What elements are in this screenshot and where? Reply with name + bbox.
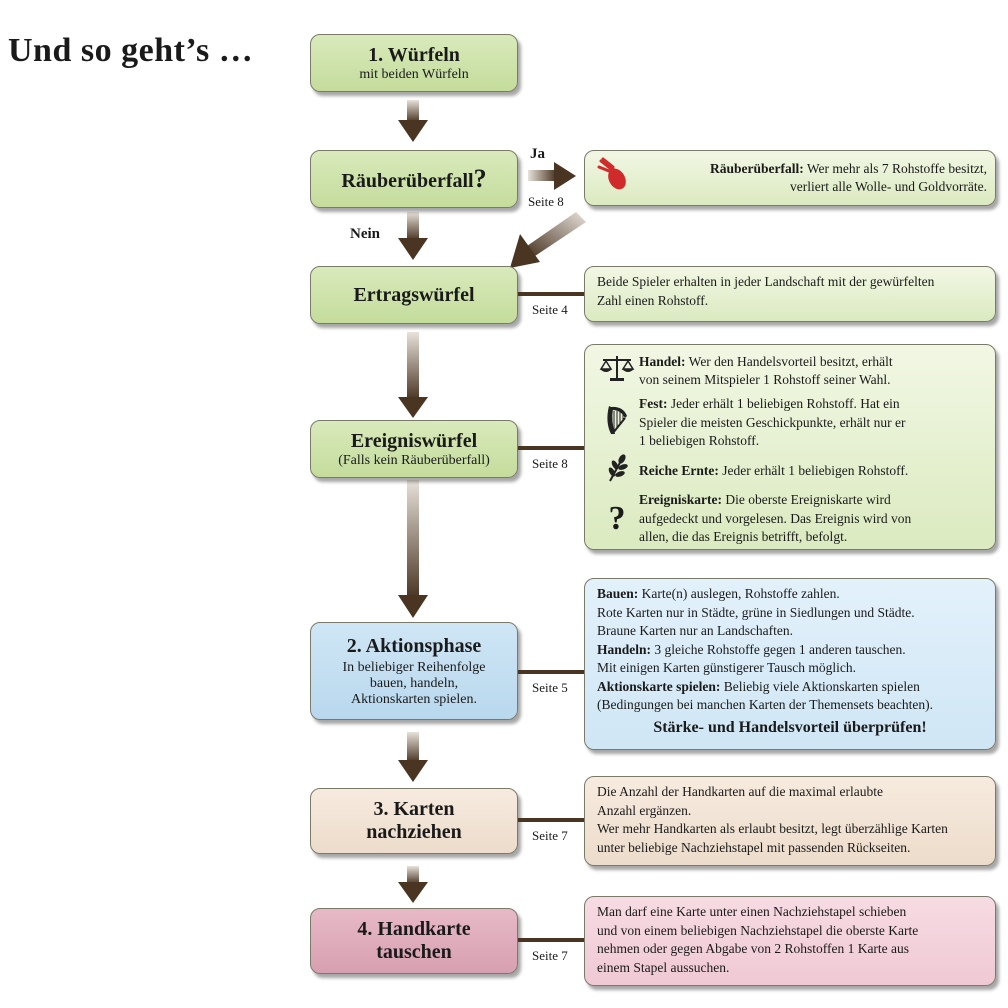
event-fest-line2: Spieler die meisten Geschickpunkte, erhä… — [639, 414, 906, 430]
page-title: Und so geht’s … — [8, 32, 254, 69]
step-raeuber-title: Räuberüberfall — [341, 170, 474, 192]
seite-ertrag: Seite 4 — [532, 302, 568, 317]
step-hand: 4. Handkarte tauschen — [310, 908, 518, 974]
info-ertrag: Beide Spieler erhalten in jeder Landscha… — [584, 266, 996, 322]
arrow-down-5 — [398, 732, 428, 782]
info-raeuber-line2: verliert alle Wolle- und Goldvorräte. — [790, 179, 987, 194]
step-raeuber: Räuberüberfall? — [310, 150, 518, 208]
arrow-down-1 — [398, 100, 428, 142]
step-aktion-title: 2. Aktionsphase — [346, 634, 482, 657]
info-ertrag-line1: Beide Spieler erhalten in jeder Landscha… — [597, 274, 935, 289]
event-fest-head: Fest: — [639, 396, 668, 412]
event-karte-head: Ereigniskarte: — [639, 492, 722, 508]
step-karten: 3. Karten nachziehen — [310, 788, 518, 854]
info-aktion-spielen-head: Aktionskarte spielen: — [597, 678, 721, 694]
step-aktion-sub3: Aktionskarten spielen. — [351, 691, 477, 707]
info-aktion-bauen1: Karte(n) auslegen, Rohstoffe zahlen. — [641, 586, 840, 601]
info-aktion-bauen3: Braune Karten nur an Landschaften. — [597, 623, 794, 638]
question-icon: ? — [608, 500, 626, 537]
connector-karten — [518, 818, 584, 822]
info-aktion-handeln1: 3 gleiche Rohstoffe gegen 1 anderen taus… — [654, 641, 906, 657]
step-aktion-sub1: In beliebiger Reihenfolge — [342, 659, 486, 675]
label-nein: Nein — [350, 226, 380, 242]
step-ertrag: Ertragswürfel — [310, 266, 518, 324]
info-hand-line3: nehmen oder gegen Abgabe von 2 Rohstoffe… — [597, 941, 910, 956]
scales-icon — [595, 353, 639, 389]
event-karte-line2: aufgedeckt und vorgelesen. Das Ereignis … — [639, 510, 912, 526]
info-hand-line4: einem Stapel aussuchen. — [597, 959, 730, 975]
seite-aktion: Seite 5 — [532, 680, 568, 695]
event-fest-line3: 1 beliebigen Rohstoff. — [639, 433, 760, 449]
event-handel: Handel: Wer den Handelsvorteil besitzt, … — [595, 349, 985, 393]
step-ereignis: Ereigniswürfel (Falls kein Räuberüberfal… — [310, 420, 518, 478]
event-fest-line1: Jeder erhält 1 beliebigen Rohstoff. Hat … — [670, 396, 900, 412]
event-handel-line1: Wer den Handelsvorteil besitzt, erhält — [688, 353, 893, 369]
step-wuerfeln-title: 1. Würfeln — [368, 43, 460, 66]
event-ernte-head: Reiche Ernte: — [639, 462, 719, 478]
connector-hand — [518, 938, 584, 942]
info-hand-line1: Man darf eine Karte unter einen Nachzieh… — [597, 904, 907, 919]
step-hand-title2: tauschen — [376, 941, 452, 963]
step-karten-title2: nachziehen — [366, 821, 462, 843]
connector-aktion — [518, 670, 584, 674]
arrow-down-3 — [398, 332, 428, 418]
harp-icon — [595, 402, 639, 444]
info-raeuber: Räuberüberfall: Wer mehr als 7 Rohstoffe… — [584, 150, 996, 206]
connector-ertrag — [518, 292, 584, 296]
arrow-diagonal — [510, 212, 586, 268]
info-aktion-spielen1: Beliebig viele Aktionskarten spielen — [723, 678, 920, 694]
step-karten-title1: 3. Karten — [373, 798, 455, 820]
event-ernte: Reiche Ernte: Jeder erhält 1 beliebigen … — [595, 453, 985, 489]
event-fest: Fest: Jeder erhält 1 beliebigen Rohstoff… — [595, 393, 985, 453]
info-aktion: Bauen: Karte(n) auslegen, Rohstoffe zahl… — [584, 578, 996, 750]
step-ertrag-title: Ertragswürfel — [353, 283, 475, 306]
info-raeuber-head: Räuberüberfall: — [709, 160, 804, 176]
info-aktion-footer: Stärke- und Handelsvorteil überprüfen! — [653, 718, 927, 736]
info-raeuber-line1: Wer mehr als 7 Rohstoffe besitzt, — [806, 160, 987, 176]
event-handel-line2: von seinem Mitspieler 1 Rohstoff seiner … — [639, 372, 891, 387]
info-karten-line3: Wer mehr Handkarten als erlaubt besitzt,… — [597, 821, 948, 836]
info-hand-line2: und von einem beliebigen Nachziehstapel … — [597, 922, 919, 938]
arrow-down-6 — [398, 866, 428, 903]
robber-icon — [593, 155, 641, 201]
step-ereignis-title: Ereigniswürfel — [350, 429, 478, 452]
arrow-nein — [398, 212, 428, 260]
event-ernte-line1: Jeder erhält 1 beliebigen Rohstoff. — [722, 462, 909, 478]
connector-ereignis — [518, 446, 584, 450]
seite-ereignis: Seite 8 — [532, 456, 568, 471]
info-aktion-spielen2: (Bedingungen bei manchen Karten der Them… — [597, 697, 933, 712]
question-mark: ? — [473, 164, 487, 193]
event-handel-head: Handel: — [639, 353, 686, 369]
info-karten-line1: Die Anzahl der Handkarten auf die maxima… — [597, 784, 884, 799]
info-karten-line2: Anzahl ergänzen. — [597, 802, 692, 818]
seite-raeuber: Seite 8 — [528, 194, 564, 209]
info-hand: Man darf eine Karte unter einen Nachzieh… — [584, 896, 996, 986]
step-wuerfeln: 1. Würfeln mit beiden Würfeln — [310, 34, 518, 92]
step-ereignis-sub: (Falls kein Räuberüberfall) — [338, 452, 490, 468]
step-aktion-sub2: bauen, handeln, — [369, 675, 459, 691]
wheat-icon — [595, 453, 639, 489]
event-karte: ? Ereigniskarte: Die oberste Ereigniskar… — [595, 489, 985, 549]
info-ereignis: Handel: Wer den Handelsvorteil besitzt, … — [584, 344, 996, 550]
step-hand-title1: 4. Handkarte — [357, 918, 471, 940]
step-wuerfeln-sub: mit beiden Würfeln — [359, 66, 469, 82]
step-aktion: 2. Aktionsphase In beliebiger Reihenfolg… — [310, 622, 518, 720]
info-aktion-bauen-head: Bauen: — [597, 586, 639, 601]
label-ja: Ja — [530, 146, 545, 162]
info-aktion-handeln-head: Handeln: — [597, 641, 652, 657]
info-aktion-bauen2: Rote Karten nur in Städte, grüne in Sied… — [597, 604, 915, 620]
arrow-down-4 — [398, 480, 428, 618]
seite-hand: Seite 7 — [532, 948, 568, 963]
seite-karten: Seite 7 — [532, 828, 568, 843]
info-karten-line4: unter beliebige Nachziehstapel mit passe… — [597, 839, 911, 855]
info-ertrag-line2: Zahl einen Rohstoff. — [597, 292, 709, 308]
arrow-ja — [528, 162, 576, 190]
info-aktion-handeln2: Mit einigen Karten günstigerer Tausch mö… — [597, 660, 856, 675]
info-karten: Die Anzahl der Handkarten auf die maxima… — [584, 776, 996, 866]
event-karte-line1: Die oberste Ereigniskarte wird — [725, 492, 891, 508]
event-karte-line3: allen, die das Ereignis betrifft, befolg… — [639, 529, 848, 545]
